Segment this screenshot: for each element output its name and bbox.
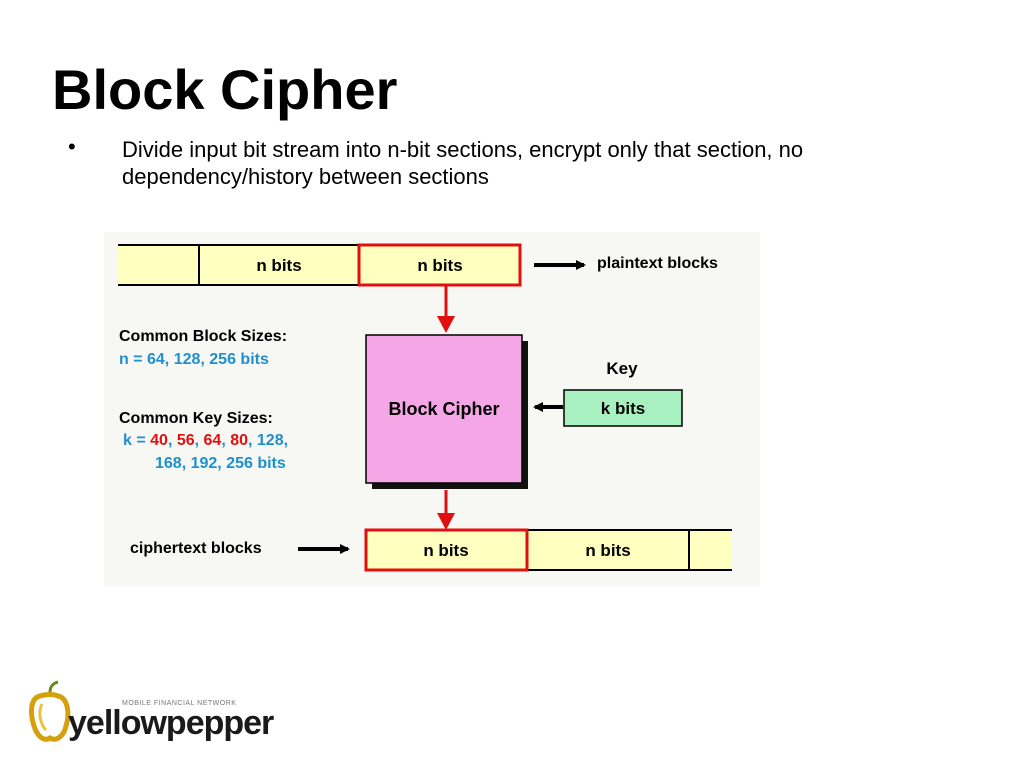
- ciphertext-highlight-block: [364, 528, 529, 572]
- key-size-40: 40: [150, 432, 168, 449]
- yellowpepper-logo: MOBILE FINANCIAL NETWORK yellowpepper: [28, 680, 274, 750]
- block-sizes-values: n = 64, 128, 256 bits: [119, 351, 269, 368]
- plaintext-block-2: n bits: [417, 256, 462, 275]
- bullet-text: Divide input bit stream into n-bit secti…: [122, 137, 804, 189]
- slide-title: Block Cipher: [52, 58, 398, 121]
- key-sep-1: ,: [168, 432, 177, 449]
- plaintext-label: plaintext blocks: [597, 255, 718, 272]
- key-sep-3: ,: [221, 432, 230, 449]
- key-label: Key: [606, 359, 638, 378]
- ciphertext-block-1: n bits: [423, 541, 468, 560]
- ciphertext-block-2: n bits: [585, 541, 630, 560]
- key-size-64: 64: [204, 432, 222, 449]
- key-box-label: k bits: [601, 399, 645, 418]
- key-sizes-line1: k = 40, 56, 64, 80, 128,: [123, 432, 288, 449]
- key-size-80: 80: [230, 432, 248, 449]
- plaintext-highlight-block: [357, 243, 522, 287]
- bullet-marker: •: [68, 134, 76, 159]
- logo-tagline: MOBILE FINANCIAL NETWORK: [122, 700, 237, 707]
- key-sep-4: , 128,: [248, 432, 288, 449]
- cipher-box: [365, 334, 523, 484]
- key-box: [563, 389, 683, 427]
- input-arrow-head: [437, 316, 455, 333]
- key-sizes-line2: 168, 192, 256 bits: [155, 455, 286, 472]
- pepper-icon: [29, 680, 71, 742]
- key-sizes-heading: Common Key Sizes:: [119, 410, 273, 427]
- ciphertext-label: ciphertext blocks: [130, 540, 262, 557]
- key-sizes-prefix: k =: [123, 432, 150, 449]
- key-size-56: 56: [177, 432, 195, 449]
- block-sizes-heading: Common Block Sizes:: [119, 328, 287, 345]
- output-arrow-head: [437, 513, 455, 530]
- cipher-label: Block Cipher: [388, 399, 499, 419]
- plaintext-block-1: n bits: [256, 256, 301, 275]
- key-sep-2: ,: [195, 432, 204, 449]
- logo-text: yellowpepper: [68, 704, 274, 742]
